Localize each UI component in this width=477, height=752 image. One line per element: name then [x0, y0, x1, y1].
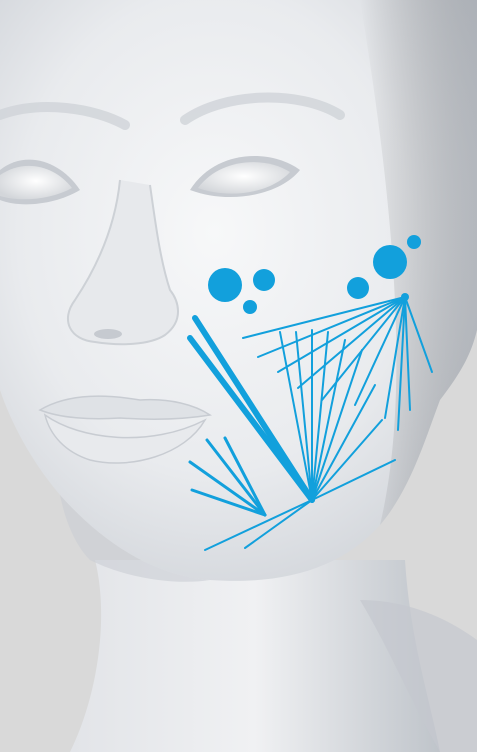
dot-small [243, 300, 257, 314]
nostril [94, 329, 122, 339]
fan-upper-right-origin [401, 293, 409, 301]
dot-medium [253, 269, 275, 291]
neck [70, 560, 440, 752]
dot-large [373, 245, 407, 279]
dot-medium [347, 277, 369, 299]
dot-small [407, 235, 421, 249]
dot-large [208, 268, 242, 302]
